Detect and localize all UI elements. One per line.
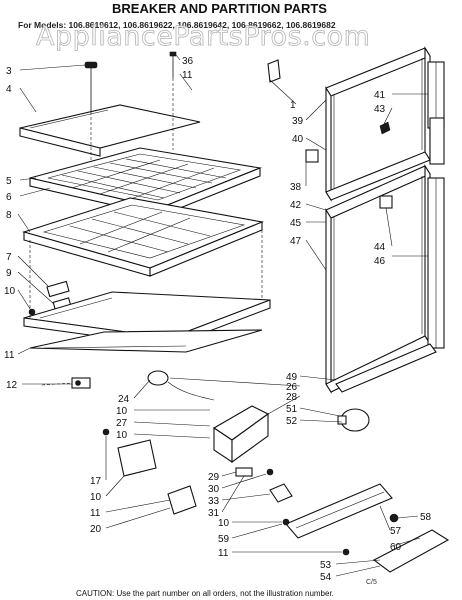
callout-27: 27 <box>116 418 128 429</box>
diagram-title: BREAKER AND PARTITION PARTS <box>112 1 327 16</box>
breaker-cap-part-4 <box>19 104 201 157</box>
callout-26: 26 <box>286 382 298 393</box>
screw-part-58 <box>389 513 399 523</box>
callout-10-c: 10 <box>116 430 128 441</box>
callout-11-c: 11 <box>90 508 101 519</box>
clip-part-12 <box>71 377 91 389</box>
gasket-strip-part-49 <box>335 343 437 393</box>
watermark: AppliancePartsPros.com <box>36 21 370 52</box>
callout-36: 36 <box>182 56 194 67</box>
callout-1: 1 <box>290 100 296 111</box>
callout-10-e: 10 <box>218 518 230 529</box>
callout-10-d: 10 <box>90 492 102 503</box>
callout-10: 10 <box>4 286 16 297</box>
callout-42: 42 <box>290 200 302 211</box>
callout-59: 59 <box>218 534 230 545</box>
callout-41: 41 <box>374 90 386 101</box>
callout-4: 4 <box>6 84 12 95</box>
callout-6: 6 <box>6 192 12 203</box>
callout-11-d: 11 <box>218 548 229 559</box>
control-housing-part-28 <box>212 405 270 464</box>
callout-3: 3 <box>6 66 12 77</box>
screw-part-3 <box>84 61 98 112</box>
callout-28: 28 <box>286 392 298 403</box>
lamp-socket-part-26 <box>147 370 169 386</box>
callout-11-top: 11 <box>182 70 193 81</box>
page-code: C/5 <box>366 579 377 586</box>
callout-20: 20 <box>90 524 102 535</box>
callout-39: 39 <box>292 116 304 127</box>
bracket-part-43 <box>379 121 391 135</box>
callout-60: 60 <box>390 542 402 553</box>
side-rail-part-40 <box>429 117 445 165</box>
model-numbers: For Models: 106.8619612, 106.8619622, 10… <box>18 20 336 30</box>
callout-58: 58 <box>420 512 432 523</box>
callout-46: 46 <box>374 256 386 267</box>
breaker-liner-part-6 <box>22 197 264 277</box>
callout-53: 53 <box>320 560 332 571</box>
callout-17: 17 <box>90 476 102 487</box>
clip-part-44 <box>379 195 393 209</box>
screw-part-59 <box>282 518 350 556</box>
gasket-strip-part-11 <box>29 329 263 353</box>
clip-part-33 <box>269 483 293 503</box>
callout-8: 8 <box>6 210 12 221</box>
callout-49: 49 <box>286 372 298 383</box>
callout-47: 47 <box>290 236 302 247</box>
switch-part-29-30 <box>235 467 274 477</box>
callout-40: 40 <box>292 134 304 145</box>
side-rail-part-46 <box>427 177 445 349</box>
clip-part-38 <box>305 149 319 163</box>
callout-labels: 3 4 5 6 8 7 9 10 11 12 36 11 1 39 40 38 … <box>4 56 432 583</box>
callout-24: 24 <box>118 394 130 405</box>
bracket-part-1 <box>267 59 281 83</box>
callout-9: 9 <box>6 268 12 279</box>
callout-52: 52 <box>286 416 298 427</box>
callout-57: 57 <box>390 526 402 537</box>
callout-11: 11 <box>4 350 15 361</box>
callout-54: 54 <box>320 572 332 583</box>
callout-31: 31 <box>208 508 220 519</box>
callout-7: 7 <box>6 252 12 263</box>
callout-51: 51 <box>286 404 298 415</box>
callout-33: 33 <box>208 496 220 507</box>
light-bulb-part-52 <box>337 408 370 432</box>
callout-43: 43 <box>374 104 386 115</box>
wire-part-24 <box>167 381 215 401</box>
callout-44: 44 <box>374 242 386 253</box>
callout-10-b: 10 <box>116 406 128 417</box>
bracket-part-17 <box>102 428 157 477</box>
leader-lines <box>17 54 428 577</box>
trim-strip-part-57 <box>285 483 393 539</box>
callout-12: 12 <box>6 380 18 391</box>
callout-30: 30 <box>208 484 220 495</box>
callout-5: 5 <box>6 176 12 187</box>
callout-29: 29 <box>208 472 220 483</box>
callout-38: 38 <box>290 182 302 193</box>
screw-part-36 <box>169 51 177 78</box>
bracket-part-20 <box>167 485 197 515</box>
callout-45: 45 <box>290 218 302 229</box>
trim-strip-part-60 <box>372 529 450 573</box>
caution-note: CAUTION: Use the part number on all orde… <box>76 589 334 598</box>
